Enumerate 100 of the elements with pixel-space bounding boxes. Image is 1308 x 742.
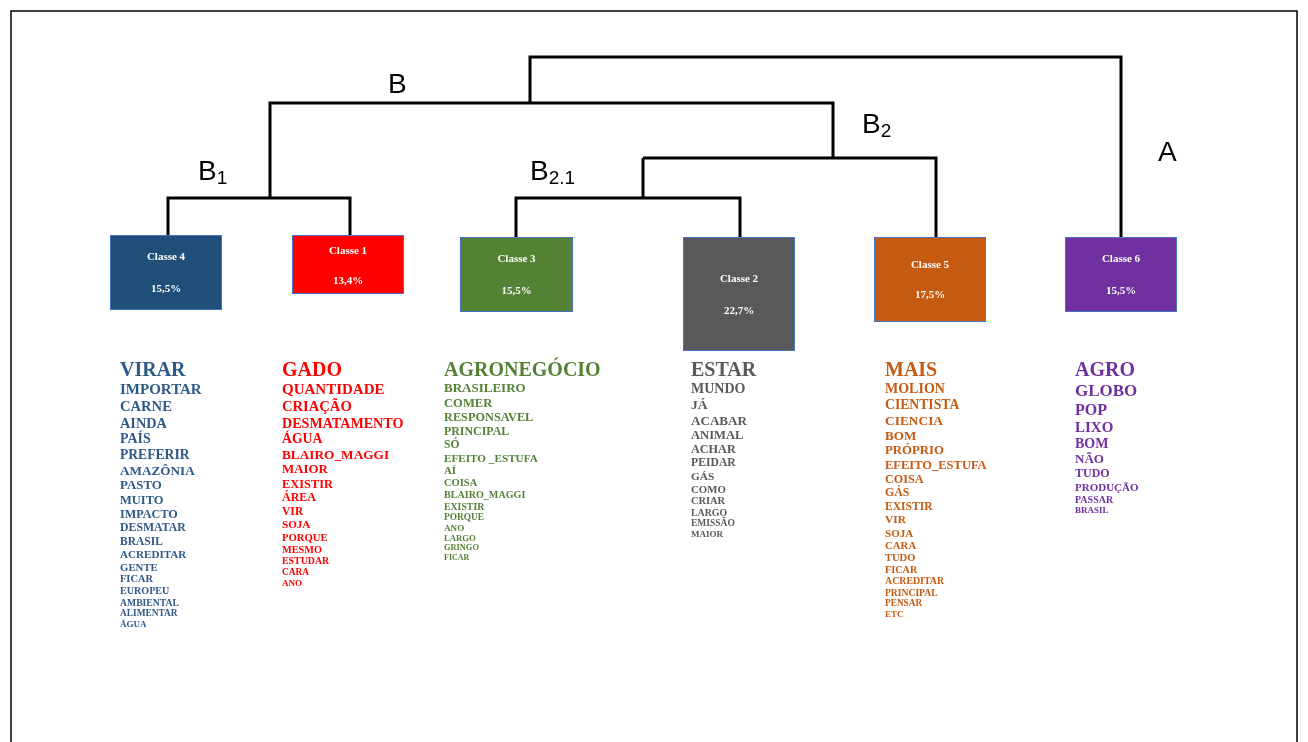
word-label: CARA xyxy=(885,539,918,552)
word-label: PRINCIPAL xyxy=(885,586,939,598)
word-label: CRIAR xyxy=(691,495,727,507)
word-label: PRINCIPAL xyxy=(444,424,511,438)
word-label: MAIOR xyxy=(282,462,329,478)
word-label: IMPORTAR xyxy=(120,381,202,399)
class-percentage: 13,4% xyxy=(332,274,364,286)
word-label: AGRO xyxy=(1075,358,1136,381)
word-label: MOLION xyxy=(885,381,946,398)
word-label: IMPACTO xyxy=(120,507,179,522)
word-label: GLOBO xyxy=(1075,381,1139,401)
word-label: AMBIENTAL xyxy=(120,596,181,609)
cluster-label: B$_{2.1}$ xyxy=(530,157,576,187)
word-label: FICAR xyxy=(120,573,154,586)
class-name: Classe 2 xyxy=(719,272,759,284)
word-label: PRÓPRIO xyxy=(885,443,945,458)
word-label: EFEITO_ESTUFA xyxy=(885,458,987,473)
word-label: PASSAR xyxy=(1075,493,1115,506)
word-label: BLAIRO_MAGGI xyxy=(444,489,527,501)
word-label: BOM xyxy=(1075,436,1110,452)
word-label: ANO xyxy=(444,522,466,534)
class-box xyxy=(110,235,222,310)
class-name: Classe 3 xyxy=(497,252,536,264)
word-label: LIXO xyxy=(1075,418,1115,437)
word-label: AGRONEGÓCIO xyxy=(444,358,601,381)
word-label: CARNE xyxy=(120,398,173,416)
word-label: MESMO xyxy=(282,543,324,556)
class-box xyxy=(874,237,986,322)
word-label: GÁS xyxy=(691,469,716,483)
word-label: NÃO xyxy=(1075,452,1105,468)
word-label: ETC xyxy=(885,608,905,619)
class-percentage: 15,5% xyxy=(501,284,532,296)
class-box xyxy=(460,237,573,312)
word-label: MUITO xyxy=(120,493,165,508)
word-label: AMAZÔNIA xyxy=(120,463,196,479)
word-label: COISA xyxy=(444,476,479,490)
word-label: COMO xyxy=(691,482,727,495)
word-label: PENSAR xyxy=(885,597,924,609)
word-label: ÁGUA xyxy=(120,618,148,630)
word-label: PRODUÇÃO xyxy=(1075,481,1139,494)
class-name: Classe 5 xyxy=(910,258,950,270)
cluster-label: B xyxy=(388,70,407,98)
word-label: BLAIRO_MAGGI xyxy=(282,447,391,463)
class-name: Classe 4 xyxy=(146,250,186,262)
class-name: Classe 6 xyxy=(1101,252,1141,264)
class-name: Classe 1 xyxy=(328,244,368,256)
word-label: ACREDITAR xyxy=(885,575,946,587)
word-label: LARGO xyxy=(691,506,728,518)
word-label: BRASILEIRO xyxy=(444,381,527,396)
word-label: GÁS xyxy=(885,486,911,501)
word-label: VIRAR xyxy=(120,358,187,381)
word-label: CIENTISTA xyxy=(885,397,961,413)
class-box xyxy=(683,237,795,351)
word-label: VIR xyxy=(282,505,305,519)
cluster-label: A xyxy=(1158,138,1177,166)
word-label: ALIMENTAR xyxy=(120,608,179,619)
word-label: PASTO xyxy=(120,478,163,494)
word-label: EMISSÃO xyxy=(691,518,736,530)
word-label: SÓ xyxy=(444,438,461,452)
word-label: MAIS xyxy=(885,358,939,381)
word-label: GENTE xyxy=(120,561,159,574)
word-label: BRASIL xyxy=(1075,505,1110,516)
word-label: ACHAR xyxy=(691,442,737,457)
word-label: TUDO xyxy=(1075,467,1111,481)
word-label: QUANTIDADE xyxy=(282,381,386,398)
word-label: MAIOR xyxy=(691,529,724,540)
word-label: FICAR xyxy=(444,552,471,562)
word-label: ÁGUA xyxy=(282,431,324,447)
word-label: AÍ xyxy=(444,464,458,477)
word-label: ACABAR xyxy=(691,412,748,428)
word-label: MUNDO xyxy=(691,381,747,398)
word-label: JÁ xyxy=(691,397,709,413)
class-box xyxy=(292,235,404,294)
word-label: BRASIL xyxy=(120,535,164,549)
word-label: LARGO xyxy=(444,533,477,544)
word-label: ESTAR xyxy=(691,358,757,381)
word-label: PREFERIR xyxy=(120,447,191,464)
word-label: ANO xyxy=(282,577,303,588)
word-label: EXISTIR xyxy=(444,500,486,512)
cluster-label: B$_{1}$ xyxy=(198,157,228,187)
word-label: FICAR xyxy=(885,563,919,576)
word-label: PAÍS xyxy=(120,431,152,448)
word-label: PORQUE xyxy=(444,511,486,523)
word-label: CARA xyxy=(282,566,311,578)
word-label: TUDO xyxy=(885,551,917,564)
word-label: COMER xyxy=(444,395,494,411)
word-label: EUROPEU xyxy=(120,585,171,597)
word-label: GRINGO xyxy=(444,543,480,553)
word-label: SOJA xyxy=(885,526,915,540)
class-box xyxy=(1065,237,1177,312)
word-label: EXISTIR xyxy=(885,500,934,514)
class-percentage: 17,5% xyxy=(914,288,946,300)
word-label: VIR xyxy=(885,513,907,527)
word-label: BOM xyxy=(885,428,917,444)
word-label: ÁREA xyxy=(282,491,317,506)
word-label: DESMATAR xyxy=(120,521,187,536)
class-percentage: 22,7% xyxy=(723,304,755,316)
word-label: POP xyxy=(1075,400,1108,419)
word-label: EFEITO _ESTUFA xyxy=(444,451,539,465)
word-label: PORQUE xyxy=(282,531,329,544)
